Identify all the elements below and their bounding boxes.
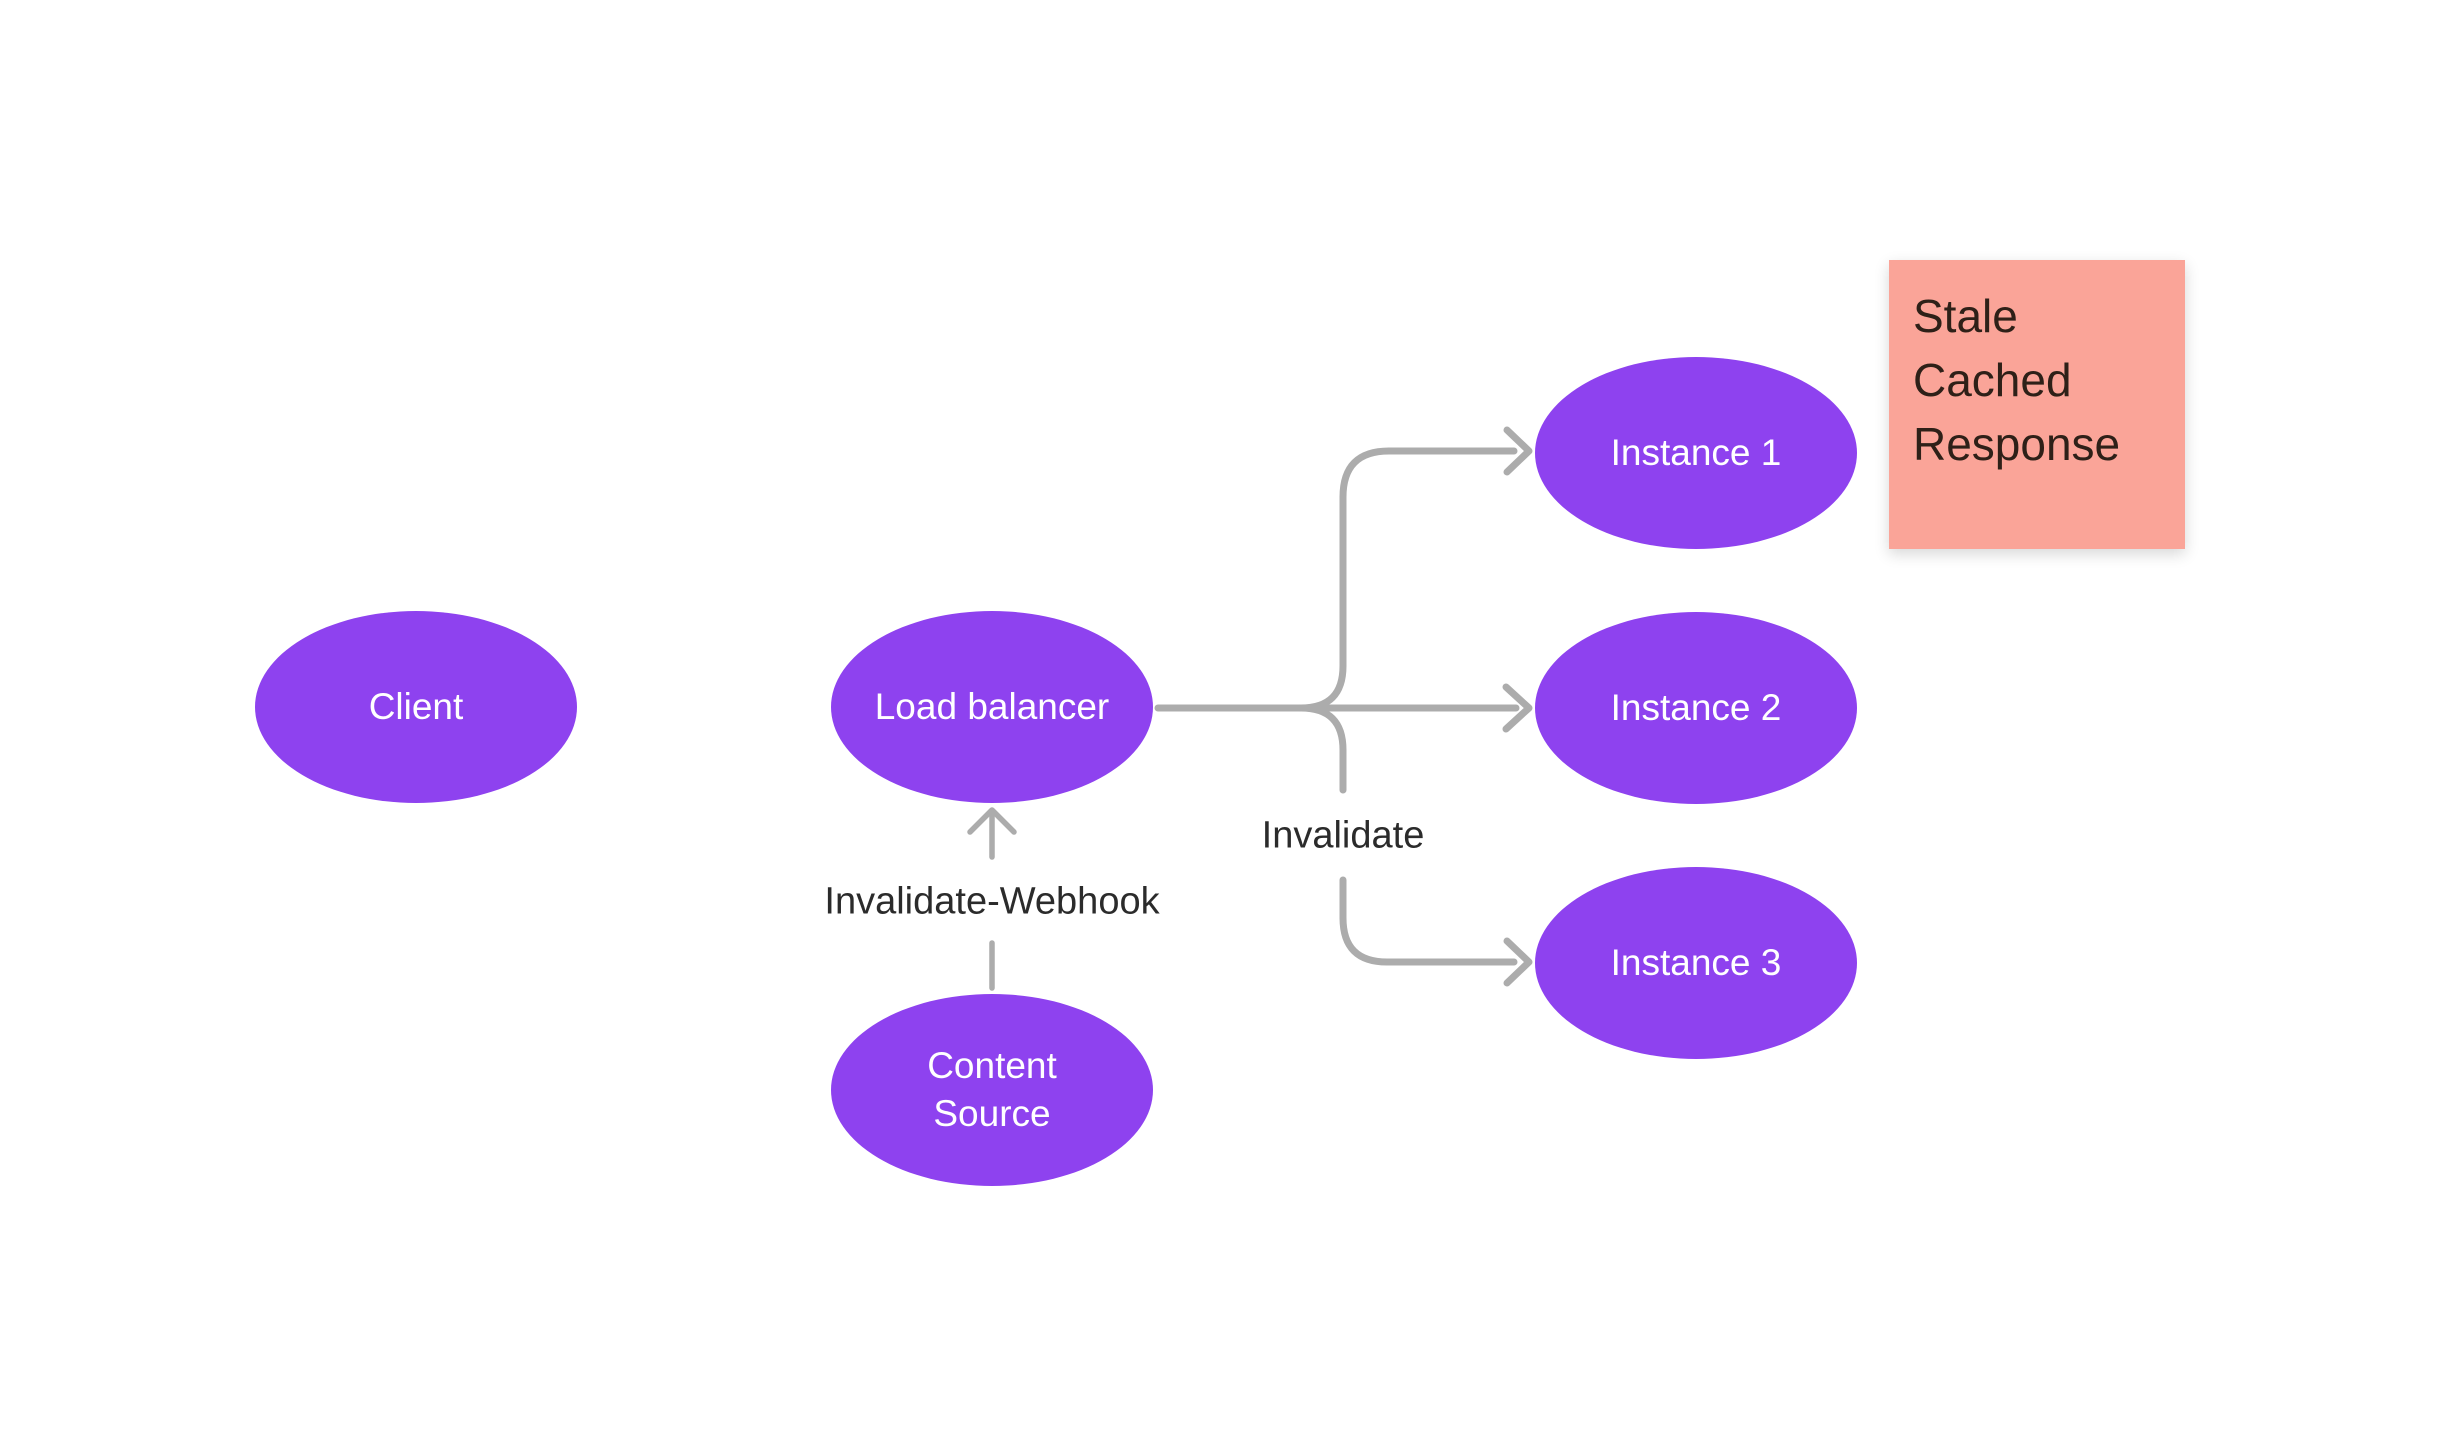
edge-loadbalancer-instance3-line-upper	[1297, 704, 1347, 794]
edge-loadbalancer-instance3-line-lower	[1339, 876, 1518, 966]
node-instance-3: Instance 3	[1535, 867, 1857, 1059]
edge-contentsource-loadbalancer-arrowhead-icon	[967, 807, 1017, 835]
sticky-note-line: Cached	[1913, 354, 2072, 406]
edge-loadbalancer-instance2-arrowhead-icon	[1502, 683, 1533, 733]
sticky-note-stale-cached-response: Stale Cached Response	[1889, 260, 2185, 549]
edge-label-invalidate-webhook: Invalidate-Webhook	[824, 880, 1160, 923]
edge-label-invalidate: Invalidate	[1261, 814, 1425, 857]
node-client: Client	[255, 611, 577, 803]
node-instance-2-label: Instance 2	[1610, 687, 1782, 728]
node-instance-1: Instance 1	[1535, 357, 1857, 549]
node-client-label: Client	[368, 686, 464, 727]
edge-loadbalancer-instance3-arrowhead-icon	[1503, 937, 1533, 987]
edge-loadbalancer-instance1-line	[1297, 447, 1518, 712]
node-instance-3-label: Instance 3	[1610, 942, 1782, 983]
node-instance-2: Instance 2	[1535, 612, 1857, 804]
edge-loadbalancer-instance1-arrowhead-icon	[1503, 426, 1533, 476]
node-load-balancer: Load balancer	[831, 611, 1153, 803]
node-content-source-label: Content Source	[927, 1045, 1057, 1134]
sticky-note-line: Stale	[1913, 290, 2018, 342]
sticky-note-line: Response	[1913, 418, 2121, 470]
node-content-source: Content Source	[831, 994, 1153, 1186]
node-load-balancer-label: Load balancer	[874, 686, 1110, 727]
node-instance-1-label: Instance 1	[1610, 432, 1782, 473]
